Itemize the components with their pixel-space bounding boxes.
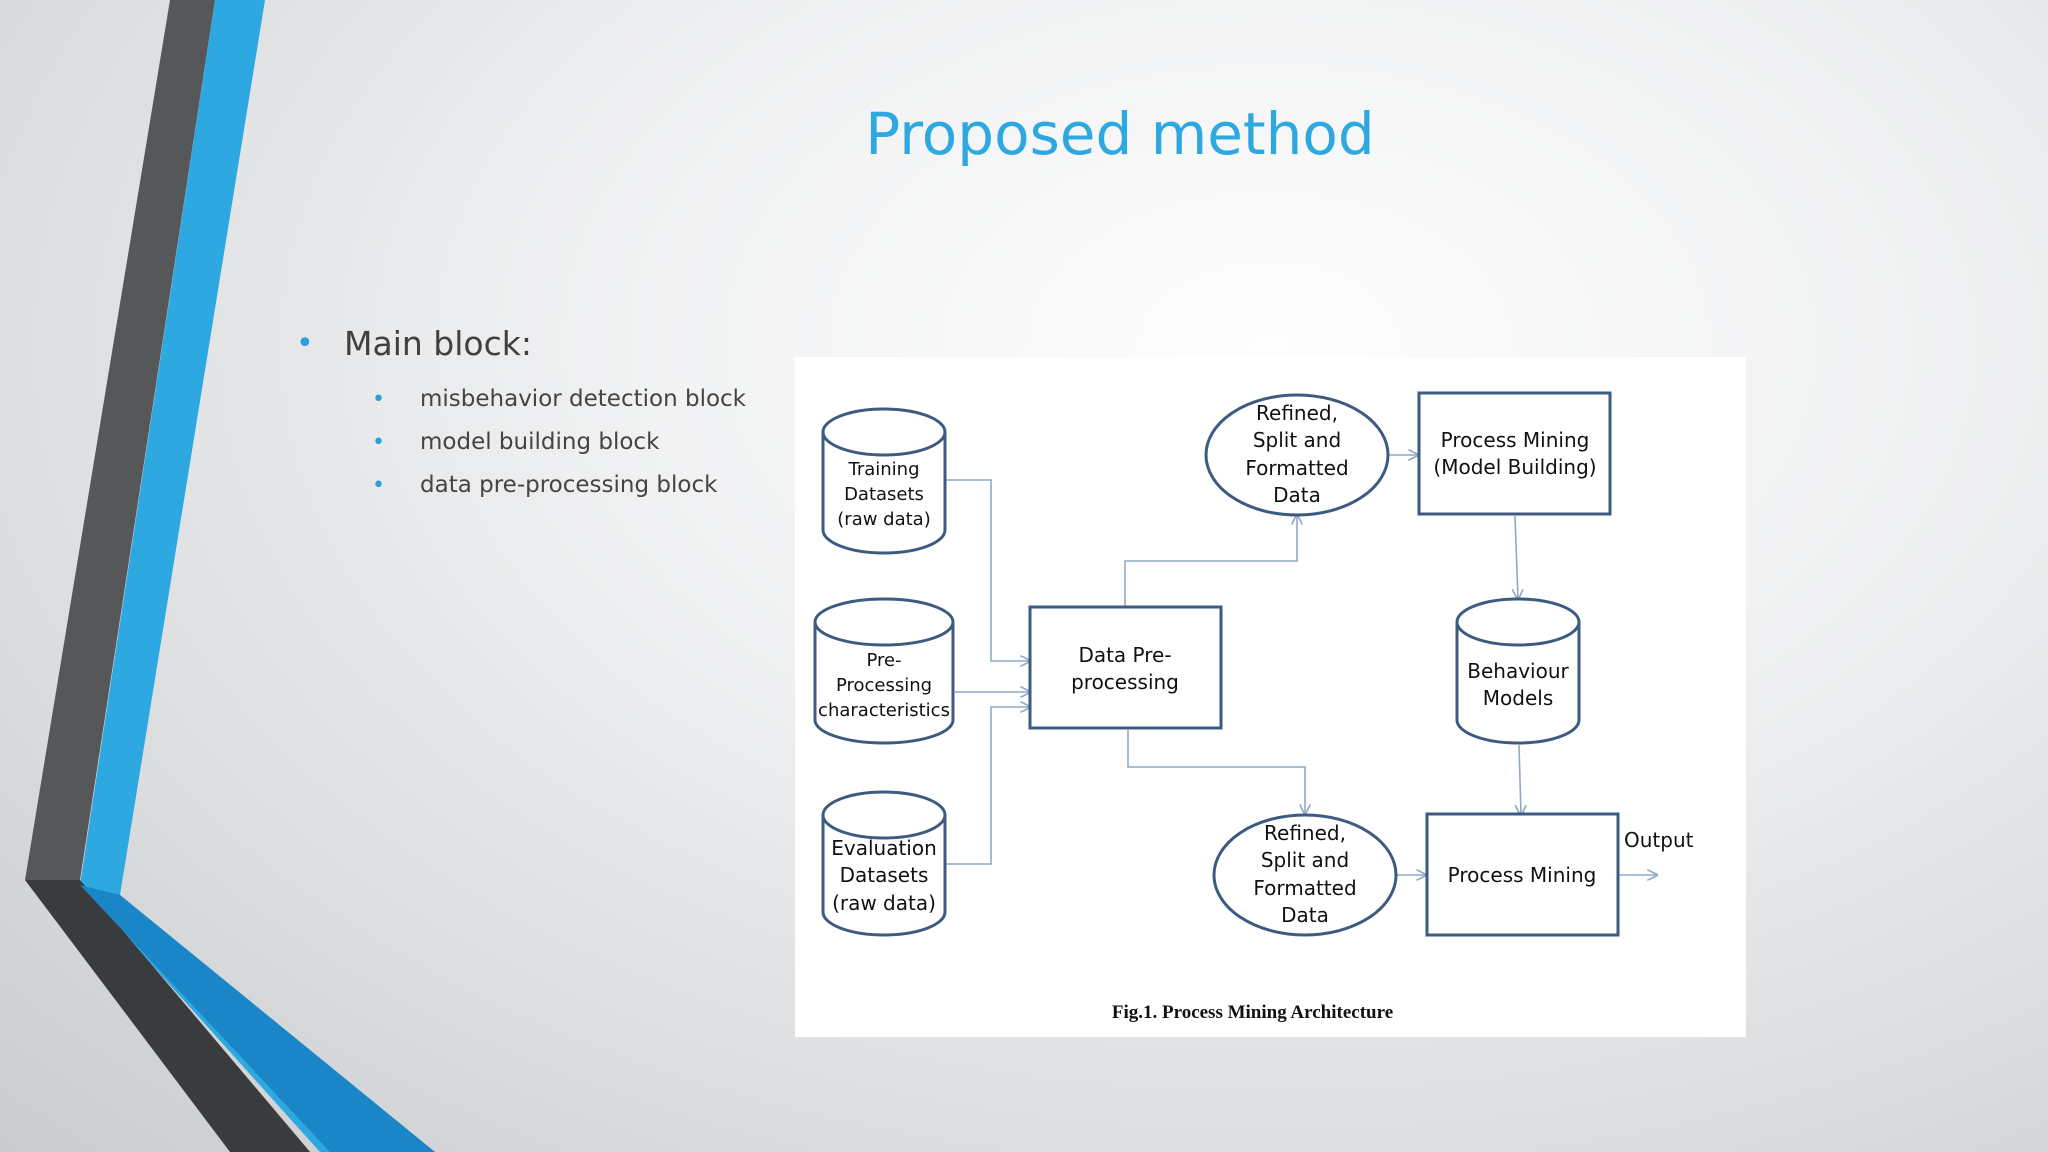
node-text: Data Pre-: [1078, 643, 1171, 667]
preprocessing-characteristics-cylinder: [813, 597, 955, 745]
node-text: Processing: [836, 675, 932, 696]
node-text: Datasets: [840, 863, 929, 887]
connector-behaviour-to-pm: [1519, 744, 1521, 815]
node-text: Training: [847, 459, 919, 480]
node-text: (Model Building): [1433, 455, 1596, 479]
data-preprocessing-label: Data Pre- processing: [1071, 643, 1179, 694]
bullet-dot-icon: •: [372, 430, 385, 455]
architecture-diagram: Training Datasets (raw data) Pre- Proces…: [813, 391, 1694, 937]
preprocessing-characteristics-label: Pre- Processing characteristics: [818, 650, 950, 721]
node-text: Process Mining: [1441, 428, 1590, 452]
node-text: Refined,: [1264, 821, 1346, 845]
architecture-figure: Training Datasets (raw data) Pre- Proces…: [795, 357, 1746, 1037]
data-preprocessing-box: [1028, 605, 1223, 730]
dark-stripe: [25, 880, 310, 1152]
node-text: Behaviour: [1467, 659, 1569, 683]
node-text: Split and: [1261, 848, 1349, 872]
bullet-text: Main block:: [344, 324, 532, 363]
training-datasets-cylinder: [821, 407, 947, 555]
connectors: [945, 455, 1657, 875]
process-mining-label: Process Mining: [1448, 863, 1597, 887]
sub-bullet-list: • misbehavior detection block • model buil…: [296, 378, 746, 507]
node-text: Models: [1483, 686, 1553, 710]
node-text: Datasets: [844, 484, 924, 505]
sub-bullet-text: model building block: [420, 429, 660, 455]
training-datasets-label: Training Datasets (raw data): [837, 459, 930, 530]
node-text: Pre-: [866, 650, 901, 671]
connector-training-to-preproc: [945, 479, 1030, 661]
sub-bullet-container: • misbehavior detection block • model buil…: [296, 378, 746, 507]
sub-bullet-item: • misbehavior detection block: [296, 378, 746, 421]
node-text: Process Mining: [1448, 863, 1597, 887]
node-text: Formatted: [1253, 876, 1356, 900]
bullet-list: • Main block: • misbehavior detection blo…: [296, 318, 746, 507]
refined-data-top-label: Refined, Split and Formatted Data: [1245, 401, 1348, 507]
connector-pm-model-to-behaviour: [1515, 515, 1518, 599]
evaluation-datasets-label: Evaluation Datasets (raw data): [831, 836, 937, 915]
node-text: Data: [1281, 903, 1329, 927]
sub-bullet-item: • model building block: [296, 421, 746, 464]
node-text: Split and: [1253, 428, 1341, 452]
refined-data-bottom-label: Refined, Split and Formatted Data: [1253, 821, 1356, 927]
connector-eval-to-preproc: [945, 707, 1030, 865]
process-mining-model-box: [1417, 391, 1612, 516]
node-text: Refined,: [1256, 401, 1338, 425]
node-text: Evaluation: [831, 836, 937, 860]
connector-preproc-to-refined-top: [1124, 515, 1297, 607]
node-text: Data: [1273, 483, 1321, 507]
blue-stripe: [80, 0, 435, 1152]
node-text: (raw data): [832, 891, 936, 915]
sub-bullet-text: misbehavior detection block: [420, 386, 746, 412]
figure-caption: Fig.1. Process Mining Architecture: [1111, 1002, 1394, 1023]
refined-data-top-ellipse: [1204, 393, 1390, 517]
gray-stripe: [25, 0, 310, 1152]
bullet-main: • Main block:: [296, 318, 746, 370]
node-text: (raw data): [837, 509, 930, 530]
dark-blue-stripe: [80, 885, 435, 1152]
refined-data-bottom-ellipse: [1212, 813, 1398, 937]
bullet-dot-icon: •: [372, 387, 385, 412]
bullet-dot-icon: •: [296, 326, 314, 361]
process-mining-model-label: Process Mining (Model Building): [1433, 428, 1596, 479]
connector-preproc-to-refined-bottom: [1127, 730, 1305, 814]
process-mining-box: [1425, 812, 1620, 937]
sub-bullet-item: • data pre-processing block: [296, 464, 746, 507]
behaviour-models-label: Behaviour Models: [1467, 659, 1569, 710]
slide-title: Proposed method: [865, 100, 1375, 168]
node-text: characteristics: [818, 700, 950, 721]
sub-bullet-text: data pre-processing block: [420, 472, 718, 498]
node-text: processing: [1071, 670, 1179, 694]
node-text: Formatted: [1245, 456, 1348, 480]
behaviour-models-cylinder: [1455, 597, 1581, 745]
output-label: Output: [1624, 828, 1694, 852]
bullet-dot-icon: •: [372, 473, 385, 498]
evaluation-datasets-cylinder: [821, 790, 947, 937]
